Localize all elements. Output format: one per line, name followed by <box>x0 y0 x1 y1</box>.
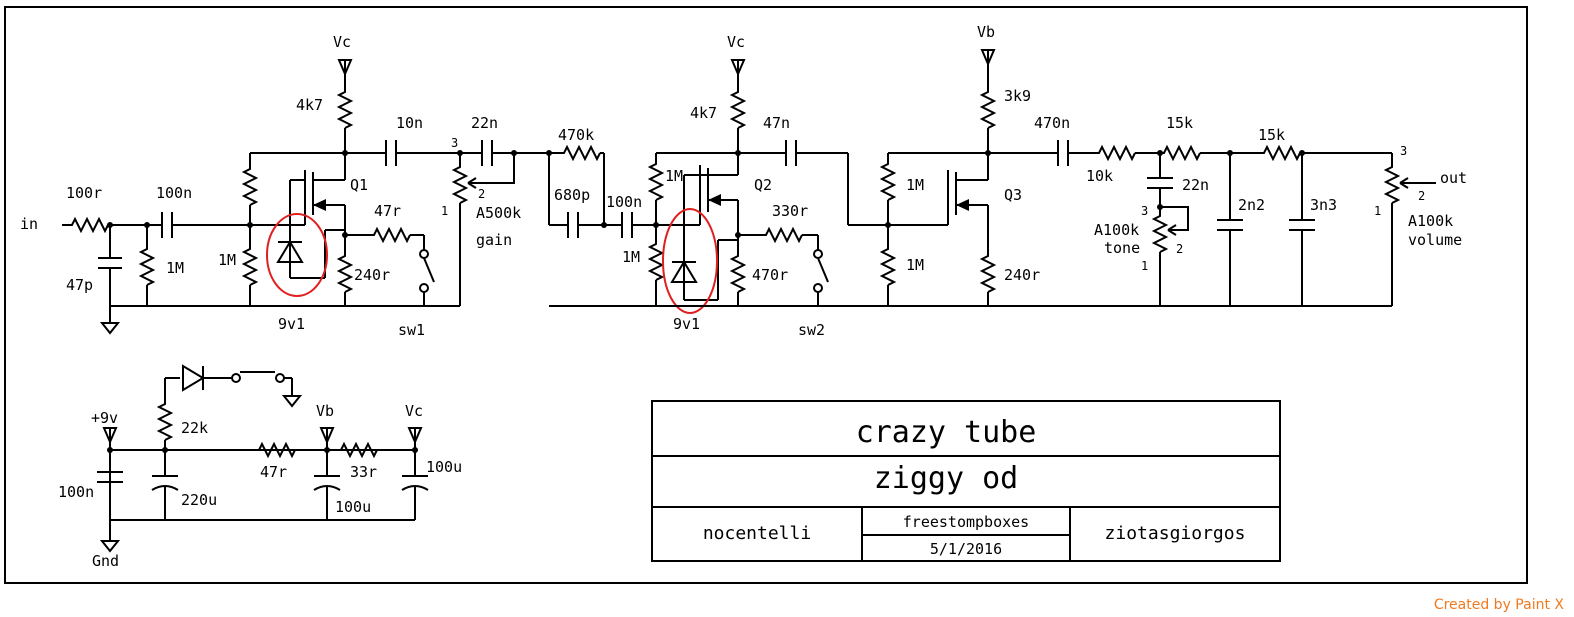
svg-text:3: 3 <box>1400 144 1407 158</box>
label-100n-a: 100n <box>156 184 192 202</box>
label-15k-a: 15k <box>1166 114 1193 132</box>
label-10k: 10k <box>1086 167 1113 185</box>
label-out: out <box>1440 169 1467 187</box>
label-3n3: 3n3 <box>1310 196 1337 214</box>
drawing-frame <box>4 6 1528 584</box>
label-vc-2: Vc <box>727 33 745 51</box>
label-100r: 100r <box>66 184 102 202</box>
svg-text:2: 2 <box>478 187 485 201</box>
label-470n: 470n <box>1034 114 1070 132</box>
label-volume: volume <box>1408 231 1462 249</box>
label-volume-pot: A100k <box>1408 212 1453 230</box>
label-22n-a: 22n <box>471 114 498 132</box>
stage-2 <box>546 59 888 314</box>
label-9v: +9v <box>91 409 118 427</box>
label-tone-pot: A100k <box>1094 221 1139 239</box>
label-220u: 220u <box>181 491 217 509</box>
svg-text:2: 2 <box>1418 189 1425 203</box>
svg-text:1: 1 <box>441 204 448 218</box>
label-gnd: Gnd <box>92 552 119 570</box>
label-240r-a: 240r <box>354 266 390 284</box>
label-9v1-a: 9v1 <box>278 315 305 333</box>
label-1m-a: 1M <box>166 259 184 277</box>
label-in: in <box>20 215 38 233</box>
label-47r-b: 47r <box>260 463 287 481</box>
stage-1 <box>62 59 549 334</box>
label-100n-c: 100n <box>58 483 94 501</box>
label-vc-3: Vc <box>405 402 423 420</box>
label-10n: 10n <box>396 114 423 132</box>
component-labels: in out Vc Vc Vb 4k7 4k7 3k9 10n 22n 47n … <box>20 23 1467 570</box>
label-680p: 680p <box>554 186 590 204</box>
author-left: nocentelli <box>703 523 811 544</box>
title-block: crazy tube ziggy od nocentelli freestomp… <box>651 400 1281 562</box>
label-100u-a: 100u <box>335 498 371 516</box>
power-supply <box>97 364 429 552</box>
label-q1: Q1 <box>350 176 368 194</box>
label-sw2: sw2 <box>798 321 825 339</box>
label-gain: gain <box>476 231 512 249</box>
svg-text:1: 1 <box>1141 259 1148 273</box>
label-22k: 22k <box>181 419 208 437</box>
svg-text:3: 3 <box>451 136 458 150</box>
author-right: ziotasgiorgos <box>1105 523 1246 544</box>
label-47p: 47p <box>66 276 93 294</box>
label-tone: tone <box>1104 239 1140 257</box>
label-1m-b: 1M <box>218 251 236 269</box>
label-q3: Q3 <box>1004 186 1022 204</box>
label-240r-b: 240r <box>1004 266 1040 284</box>
label-9v1-b: 9v1 <box>673 315 700 333</box>
label-vb-1: Vb <box>977 23 995 41</box>
label-100u-b: 100u <box>426 458 462 476</box>
date-text: 5/1/2016 <box>930 540 1002 558</box>
label-15k-b: 15k <box>1258 126 1285 144</box>
svg-text:1: 1 <box>1374 204 1381 218</box>
site-text: freestompboxes <box>903 513 1029 531</box>
credit-text: Created by Paint X <box>1433 597 1564 613</box>
svg-text:2: 2 <box>1176 242 1183 256</box>
subtitle-text: ziggy od <box>874 461 1019 496</box>
label-vc-1: Vc <box>333 33 351 51</box>
label-vb-2: Vb <box>316 402 334 420</box>
label-4k7-b: 4k7 <box>690 104 717 122</box>
label-1m-c: 1M <box>665 167 683 185</box>
label-22n-b: 22n <box>1182 176 1209 194</box>
label-2n2: 2n2 <box>1238 196 1265 214</box>
label-gain-pot: A500k <box>476 204 521 222</box>
title-text: crazy tube <box>856 415 1037 450</box>
label-470k: 470k <box>558 126 594 144</box>
label-33r: 33r <box>350 463 377 481</box>
label-47n: 47n <box>763 114 790 132</box>
label-1m-e: 1M <box>906 176 924 194</box>
highlight-zener-1 <box>266 213 328 297</box>
label-47r-a: 47r <box>374 202 401 220</box>
label-1m-d: 1M <box>622 248 640 266</box>
label-sw1: sw1 <box>398 321 425 339</box>
svg-text:3: 3 <box>1141 204 1148 218</box>
stage-3 <box>881 49 1436 307</box>
label-q2: Q2 <box>754 176 772 194</box>
highlight-zener-2 <box>662 208 718 314</box>
label-330r: 330r <box>772 202 808 220</box>
label-470r: 470r <box>752 266 788 284</box>
label-1m-f: 1M <box>906 256 924 274</box>
label-3k9: 3k9 <box>1004 87 1031 105</box>
label-100n-b: 100n <box>606 193 642 211</box>
label-4k7-a: 4k7 <box>296 96 323 114</box>
